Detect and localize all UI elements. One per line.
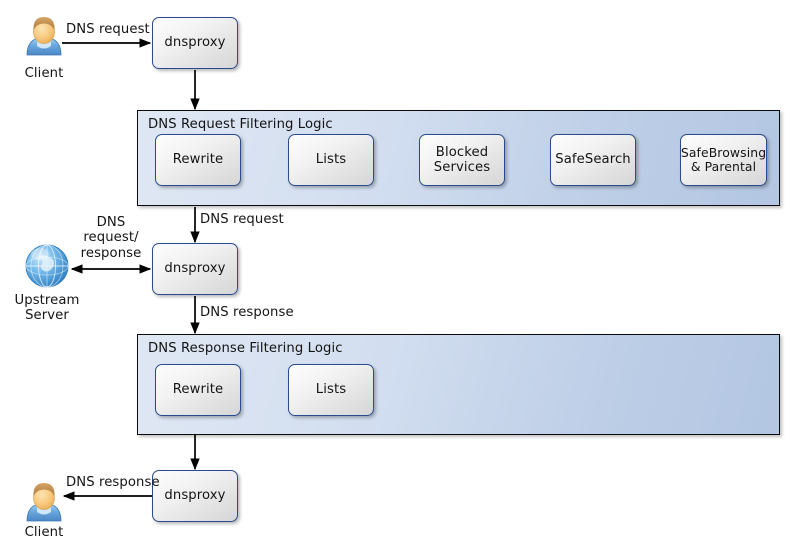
node-rewrite-response[interactable]: Rewrite [155,364,241,416]
node-dnsproxy-middle[interactable]: dnsproxy [152,243,238,295]
caption-upstream-server: Upstream Server [14,293,80,324]
globe-icon [25,243,69,289]
node-lists-response[interactable]: Lists [288,364,374,416]
node-rewrite-request[interactable]: Rewrite [155,134,241,186]
node-blocked-services[interactable]: Blocked Services [419,134,505,186]
edge-label-client-to-dnsproxy: DNS request [66,22,150,37]
node-dnsproxy-bottom[interactable]: dnsproxy [152,470,238,522]
edge-label-upstream-exchange: DNS request/ response [80,215,142,261]
node-safebrowsing-parental[interactable]: SafeBrowsing & Parental [680,134,767,186]
node-safesearch[interactable]: SafeSearch [550,134,636,186]
node-dnsproxy-top[interactable]: dnsproxy [152,17,238,69]
group-title-response-filtering: DNS Response Filtering Logic [148,341,343,356]
caption-client-bottom: Client [24,525,64,540]
user-icon [26,17,62,56]
edge-label-dnsproxy-to-request-logic: DNS request [200,212,284,227]
caption-client-top: Client [24,66,64,81]
edge-label-dnsproxy-to-response-logic: DNS response [200,305,294,320]
edge-label-dnsproxy-to-client: DNS response [66,475,160,490]
user-icon [26,483,62,522]
node-lists-request[interactable]: Lists [288,134,374,186]
group-response-filtering: DNS Response Filtering Logic [137,334,780,435]
group-title-request-filtering: DNS Request Filtering Logic [148,117,333,132]
